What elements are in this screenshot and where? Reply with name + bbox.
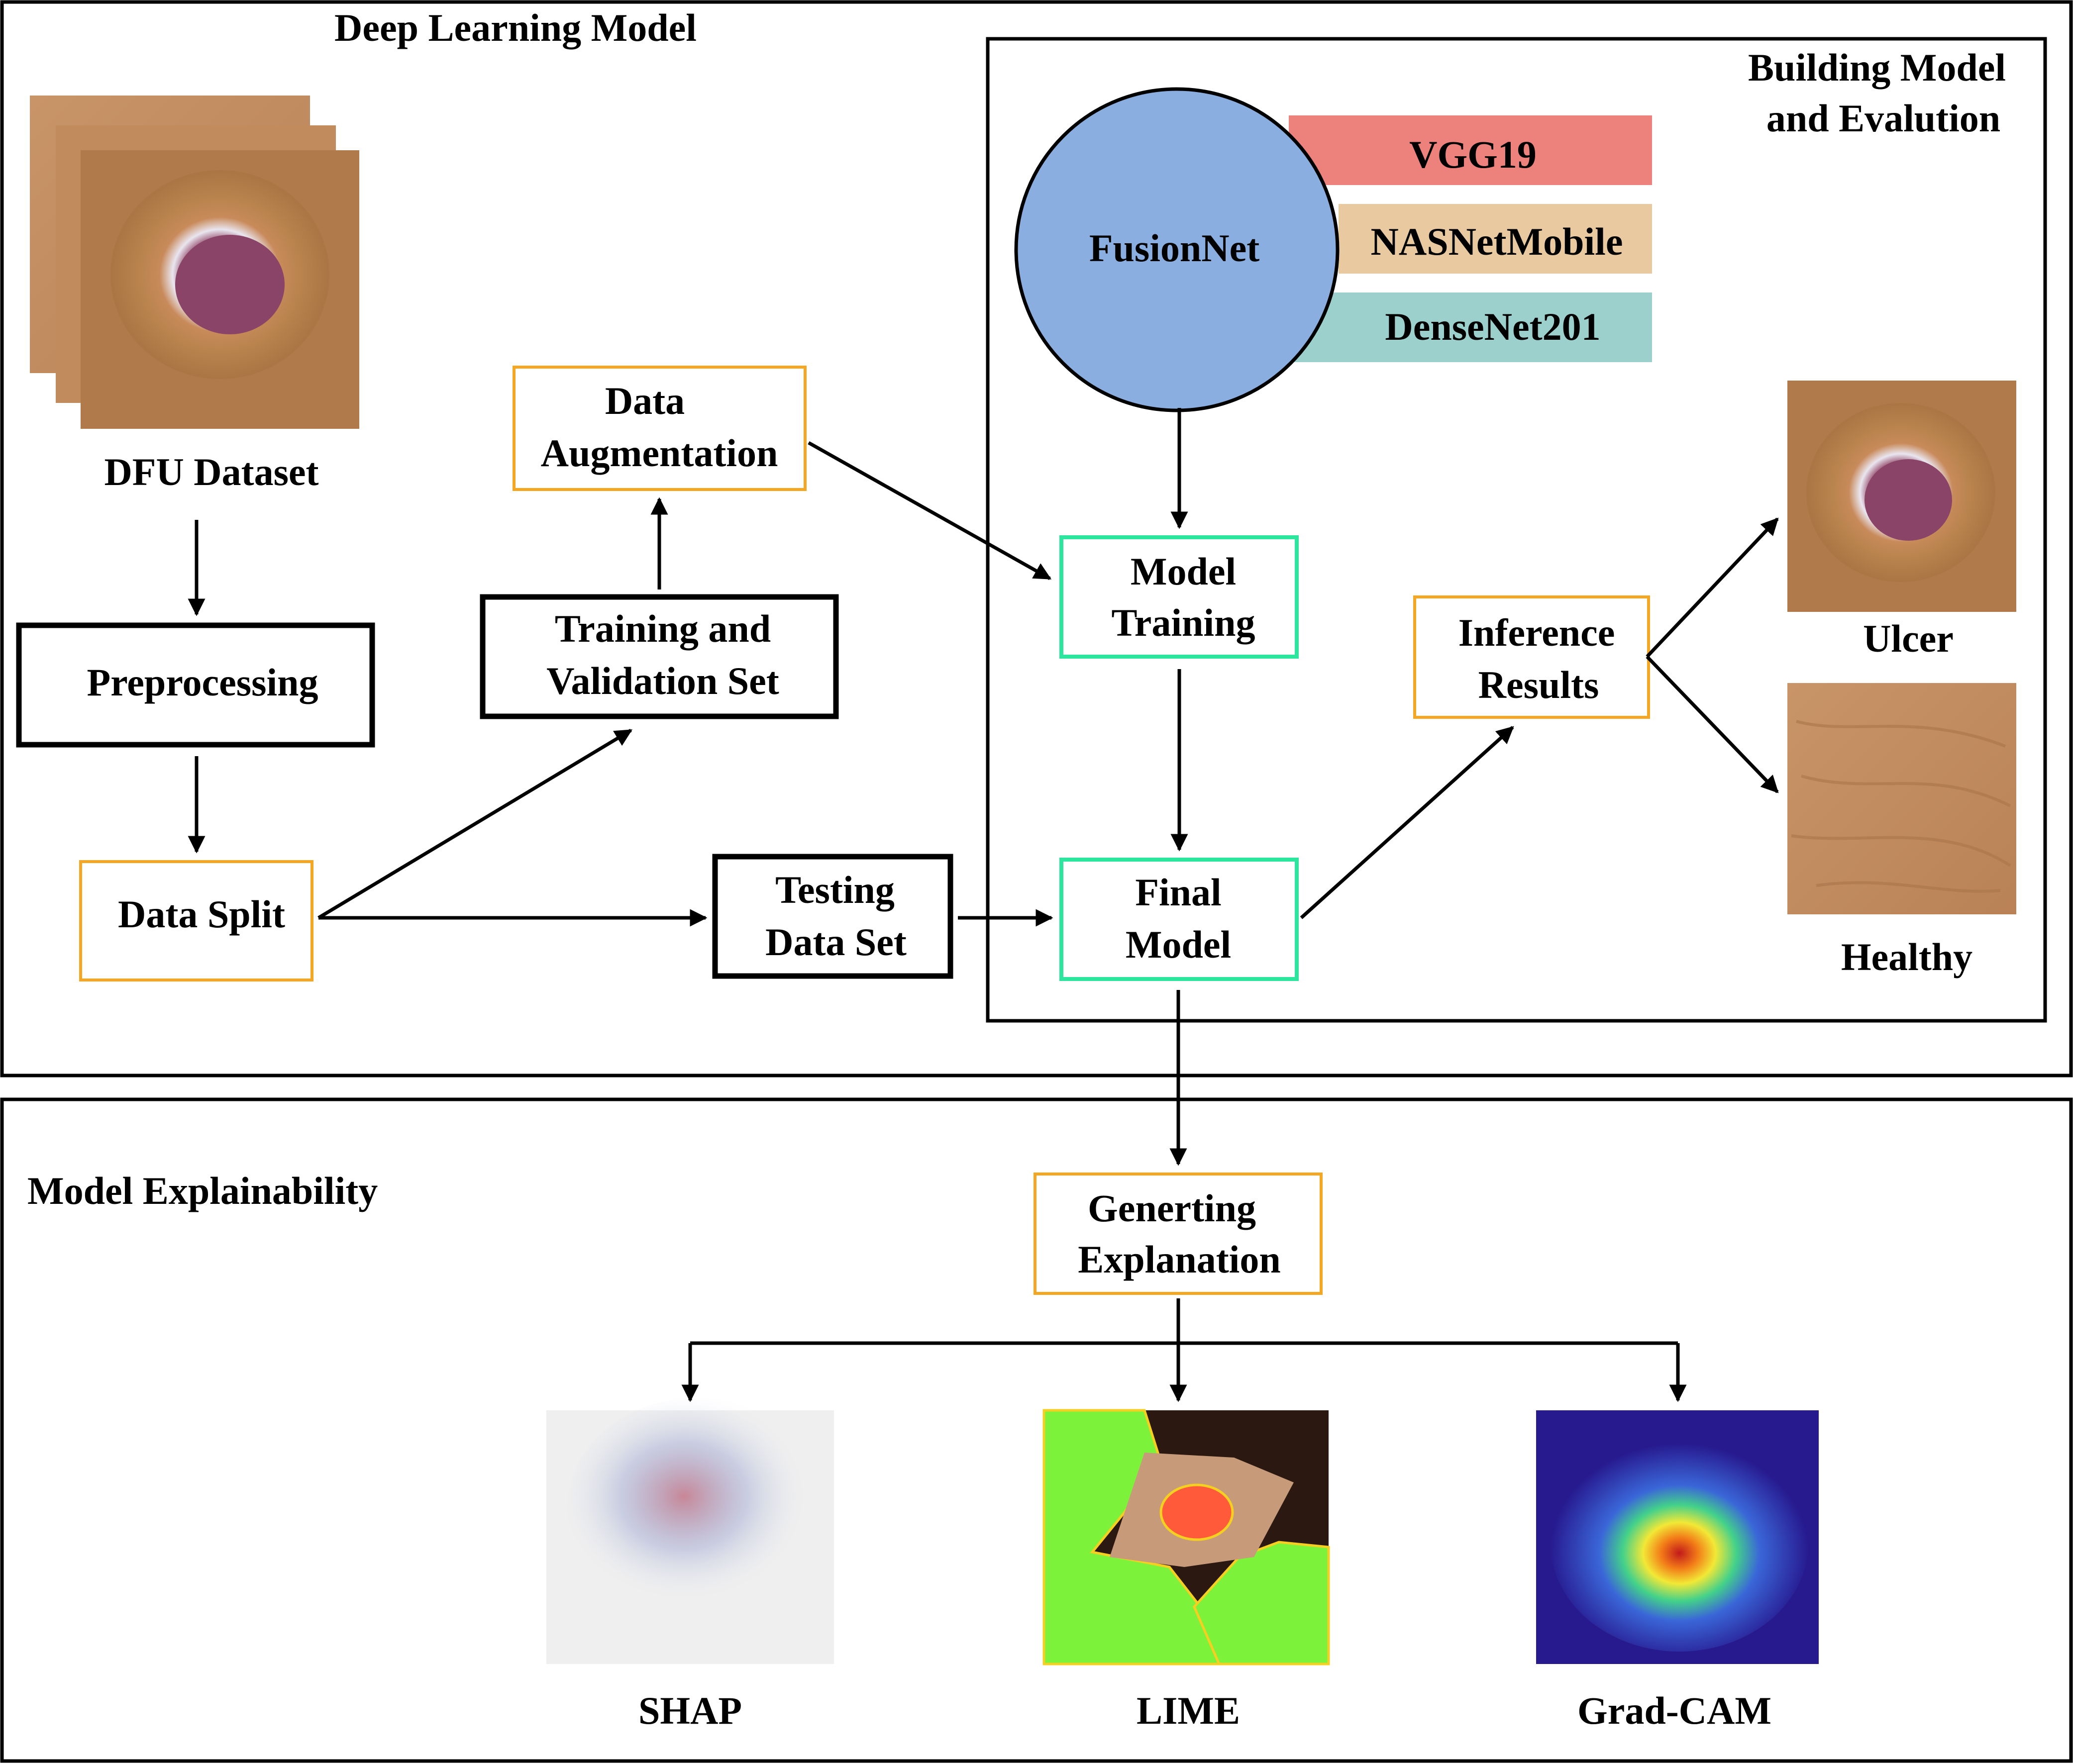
densenet201-bar bbox=[1289, 293, 1652, 362]
testing-label-1: Testing bbox=[775, 868, 895, 911]
section-title-deep-learning: Deep Learning Model bbox=[334, 6, 697, 49]
preprocessing-label: Preprocessing bbox=[87, 661, 318, 704]
final-model-label-1: Final bbox=[1135, 871, 1221, 914]
testing-data-set-box bbox=[712, 854, 953, 979]
gradcam-label: Grad-CAM bbox=[1577, 1689, 1771, 1732]
model-training-label-2: Training bbox=[1112, 601, 1255, 644]
lime-label: LIME bbox=[1137, 1689, 1240, 1732]
final-model-label-2: Model bbox=[1126, 923, 1231, 966]
data-split-label: Data Split bbox=[118, 892, 285, 936]
testing-label-2: Data Set bbox=[765, 920, 907, 964]
arrow-inference-to-ulcer bbox=[1646, 517, 1779, 658]
vgg19-bar bbox=[1289, 115, 1652, 185]
data-augmentation-label-2: Augmentation bbox=[541, 431, 778, 475]
fusionnet-circle bbox=[1014, 87, 1340, 412]
densenet201-label: DenseNet201 bbox=[1385, 305, 1600, 348]
arrow-augmentation-to-model-training bbox=[808, 441, 1052, 581]
explainability-frame bbox=[0, 1097, 2073, 1763]
vgg19-label: VGG19 bbox=[1409, 133, 1537, 176]
arrow-split-to-training bbox=[317, 728, 633, 920]
flow-arrows bbox=[188, 408, 1779, 1402]
deep-learning-frame bbox=[0, 0, 2073, 1078]
generating-explanation-label-1: Generting bbox=[1088, 1186, 1256, 1230]
data-augmentation-label-1: Data bbox=[605, 379, 685, 422]
ulcer-photo bbox=[1787, 381, 2016, 612]
ulcer-label: Ulcer bbox=[1863, 617, 1954, 660]
preprocessing-box bbox=[16, 622, 375, 748]
shap-label: SHAP bbox=[638, 1689, 742, 1732]
section-title-building-line1: Building Model bbox=[1748, 46, 2006, 89]
training-validation-label-2: Validation Set bbox=[546, 659, 779, 702]
dfu-dataset-image-stack bbox=[30, 96, 359, 429]
arrow-inference-to-healthy bbox=[1646, 655, 1779, 793]
data-augmentation-box bbox=[513, 366, 807, 491]
gradcam-heatmap bbox=[1536, 1410, 1819, 1664]
arrow-final-to-inference bbox=[1300, 726, 1514, 919]
shap-heatmap bbox=[546, 1398, 834, 1664]
generating-explanation-box bbox=[1034, 1173, 1323, 1295]
training-validation-label-1: Training and bbox=[555, 607, 771, 650]
building-frame bbox=[986, 37, 2047, 1023]
dfu-dataset-label: DFU Dataset bbox=[104, 450, 318, 493]
nasnetmobile-label: NASNetMobile bbox=[1371, 220, 1623, 263]
model-training-box bbox=[1059, 535, 1299, 659]
final-model-box bbox=[1059, 858, 1299, 981]
section-title-building-line2: and Evalution bbox=[1766, 97, 2000, 140]
healthy-skin-photo bbox=[1787, 683, 2016, 914]
fusionnet-label: FusionNet bbox=[1089, 226, 1259, 270]
training-validation-box bbox=[480, 594, 839, 719]
healthy-label: Healthy bbox=[1841, 935, 1972, 979]
inference-results-box bbox=[1413, 595, 1650, 719]
model-training-label-1: Model bbox=[1131, 550, 1236, 593]
generating-explanation-label-2: Explanation bbox=[1078, 1238, 1280, 1281]
data-split-box bbox=[79, 860, 313, 981]
section-title-explainability: Model Explainability bbox=[27, 1169, 378, 1212]
inference-label-2: Results bbox=[1478, 663, 1599, 706]
nasnetmobile-bar bbox=[1339, 204, 1652, 274]
inference-label-1: Inference bbox=[1458, 611, 1615, 654]
lime-mask bbox=[1042, 1409, 1330, 1666]
